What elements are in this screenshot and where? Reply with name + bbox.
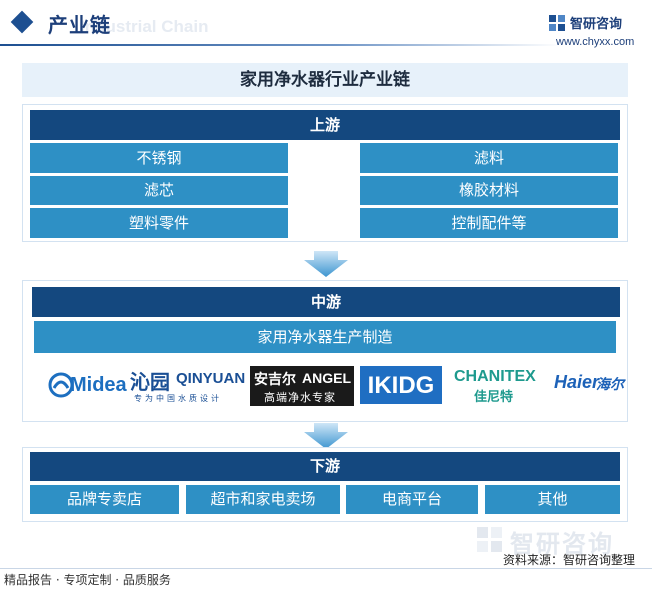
qinyuan-logo: 沁园 QINYUAN 专为中国水质设计 bbox=[128, 364, 246, 408]
upstream-item: 塑料零件 bbox=[30, 208, 288, 238]
source-note: 资料来源：智研咨询整理 bbox=[503, 553, 636, 567]
brand-block: 智研咨询 www.chyxx.com bbox=[548, 12, 640, 52]
page-title: 产业链 bbox=[48, 13, 111, 37]
down-arrow-icon bbox=[304, 423, 348, 449]
downstream-item: 超市和家电卖场 bbox=[186, 485, 340, 514]
upstream-item: 滤料 bbox=[360, 143, 618, 173]
angel-logo: 安吉尔 ANGEL 高端净水专家 bbox=[250, 366, 354, 406]
brand-url: www.chyxx.com bbox=[556, 36, 635, 48]
footer-divider bbox=[0, 568, 652, 569]
brand-logo-icon bbox=[549, 15, 565, 31]
ikidg-wordmark: IKIDG bbox=[367, 372, 435, 399]
ikidg-logo: IKIDG bbox=[360, 366, 442, 404]
qinyuan-en: QINYUAN bbox=[176, 370, 246, 387]
diamond-icon bbox=[10, 10, 34, 34]
chain-title: 家用净水器行业产业链 bbox=[22, 63, 628, 97]
upstream-item: 不锈钢 bbox=[30, 143, 288, 173]
midstream-header: 中游 bbox=[32, 287, 620, 317]
qinyuan-cn: 沁园 bbox=[130, 370, 170, 394]
midea-mark-icon bbox=[48, 372, 74, 398]
haier-cn: 海尔 bbox=[596, 377, 624, 393]
midstream-subtitle: 家用净水器生产制造 bbox=[34, 321, 616, 353]
upstream-item: 橡胶材料 bbox=[360, 176, 618, 205]
chanitex-cn: 佳尼特 bbox=[474, 390, 514, 405]
downstream-item: 品牌专卖店 bbox=[30, 485, 179, 514]
downstream-item: 电商平台 bbox=[346, 485, 478, 514]
haier-en: Haier bbox=[554, 372, 600, 392]
downstream-item: 其他 bbox=[485, 485, 620, 514]
watermark: 智研咨询 bbox=[472, 524, 632, 560]
angel-en: ANGEL bbox=[302, 370, 351, 386]
upstream-item: 控制配件等 bbox=[360, 208, 618, 238]
qinyuan-slogan: 专为中国水质设计 bbox=[134, 394, 222, 403]
page-header: Industrial Chain 产业链 智研咨询 www.chyxx.com bbox=[0, 0, 652, 56]
midea-wordmark: Midea bbox=[70, 374, 127, 396]
watermark-text: 智研咨询 bbox=[510, 530, 614, 558]
header-ghost-text: Industrial Chain bbox=[80, 17, 209, 36]
upstream-item: 滤芯 bbox=[30, 176, 288, 205]
angel-slogan: 高端净水专家 bbox=[264, 391, 336, 404]
angel-cn: 安吉尔 bbox=[254, 372, 296, 388]
chanitex-en: CHANITEX bbox=[454, 368, 536, 385]
downstream-header: 下游 bbox=[30, 452, 620, 481]
footer-services: 精品报告 · 专项定制 · 品质服务 bbox=[4, 573, 171, 587]
brand-name: 智研咨询 bbox=[570, 17, 623, 32]
chanitex-logo: CHANITEX 佳尼特 bbox=[452, 366, 542, 406]
upstream-header: 上游 bbox=[30, 110, 620, 140]
midea-logo: Midea bbox=[48, 366, 127, 406]
header-underline bbox=[0, 44, 560, 46]
down-arrow-icon bbox=[304, 251, 348, 277]
watermark-logo-icon bbox=[477, 527, 502, 552]
haier-logo: Haier 海尔 bbox=[552, 366, 624, 406]
